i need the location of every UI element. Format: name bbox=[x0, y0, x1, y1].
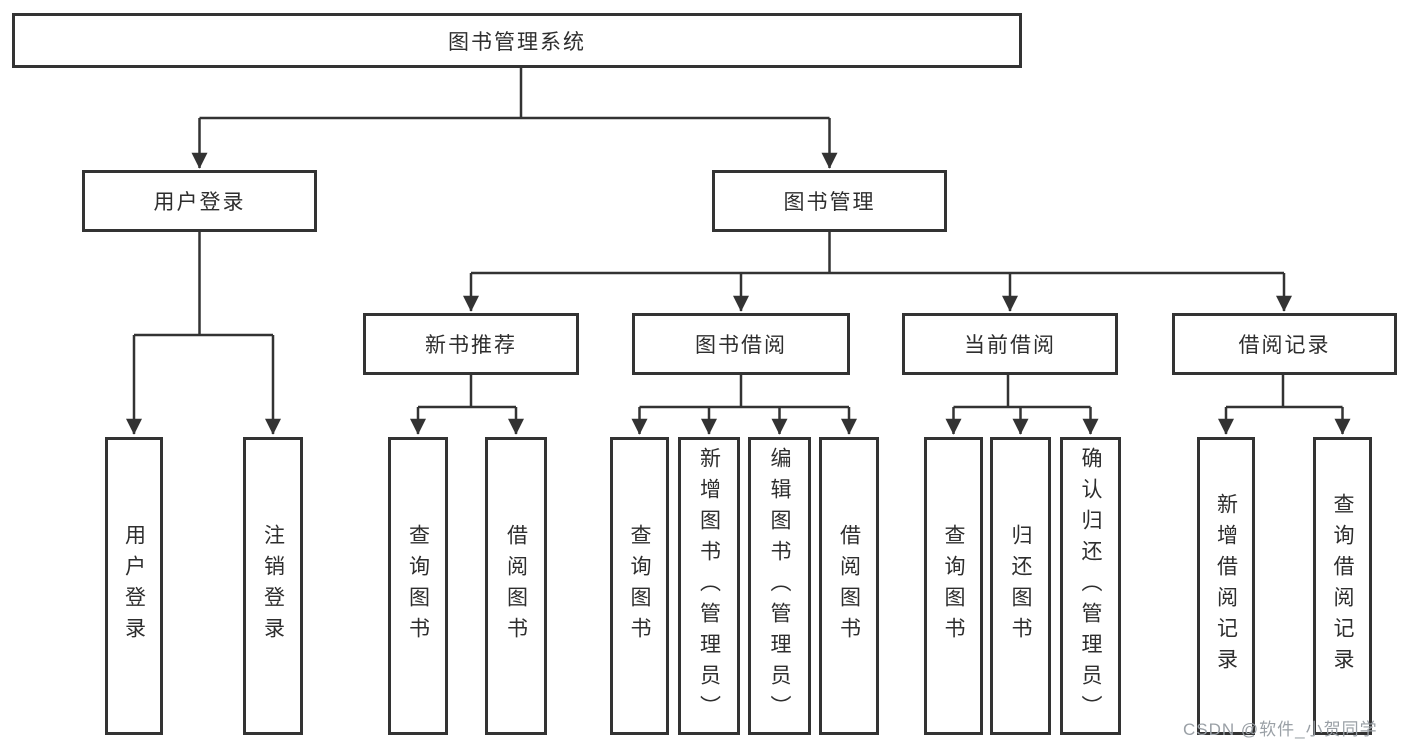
node-new-book-recommend: 新书推荐 bbox=[363, 313, 579, 375]
connector-book-borrow-stem bbox=[639, 375, 849, 409]
leaf-borrow-books-recommend: 借阅图书 bbox=[485, 437, 547, 735]
connector-book-management-stem bbox=[471, 232, 1284, 275]
connector-user-login-stem bbox=[134, 232, 273, 337]
leaf-return-book: 归还图书 bbox=[990, 437, 1051, 735]
node-borrow-records: 借阅记录 bbox=[1172, 313, 1397, 375]
node-library-system: 图书管理系统 bbox=[12, 13, 1022, 68]
connector-current-borrow-stem bbox=[953, 375, 1091, 409]
node-current-borrow: 当前借阅 bbox=[902, 313, 1118, 375]
leaf-query-books-borrow: 查询图书 bbox=[610, 437, 669, 735]
leaf-add-borrow-record: 新增借阅记录 bbox=[1197, 437, 1255, 735]
leaf-query-borrow-record: 查询借阅记录 bbox=[1313, 437, 1372, 735]
connector-new-book-stem bbox=[418, 375, 516, 409]
leaf-logout: 注销登录 bbox=[243, 437, 303, 735]
leaf-query-books-recommend: 查询图书 bbox=[388, 437, 448, 735]
leaf-query-books-current: 查询图书 bbox=[924, 437, 983, 735]
node-book-management: 图书管理 bbox=[712, 170, 947, 232]
connector-root-stem bbox=[199, 68, 830, 120]
connector-borrow-records-stem bbox=[1226, 375, 1343, 409]
leaf-user-login: 用户登录 bbox=[105, 437, 163, 735]
leaf-confirm-return-admin: 确认归还（管理员） bbox=[1060, 437, 1121, 735]
leaf-add-book-admin: 新增图书（管理员） bbox=[678, 437, 740, 735]
csdn-watermark: CSDN @软件_小贺同学 bbox=[1183, 720, 1378, 739]
leaf-edit-book-admin: 编辑图书（管理员） bbox=[748, 437, 811, 735]
leaf-borrow-books: 借阅图书 bbox=[819, 437, 879, 735]
node-book-borrow: 图书借阅 bbox=[632, 313, 850, 375]
node-user-login: 用户登录 bbox=[82, 170, 317, 232]
